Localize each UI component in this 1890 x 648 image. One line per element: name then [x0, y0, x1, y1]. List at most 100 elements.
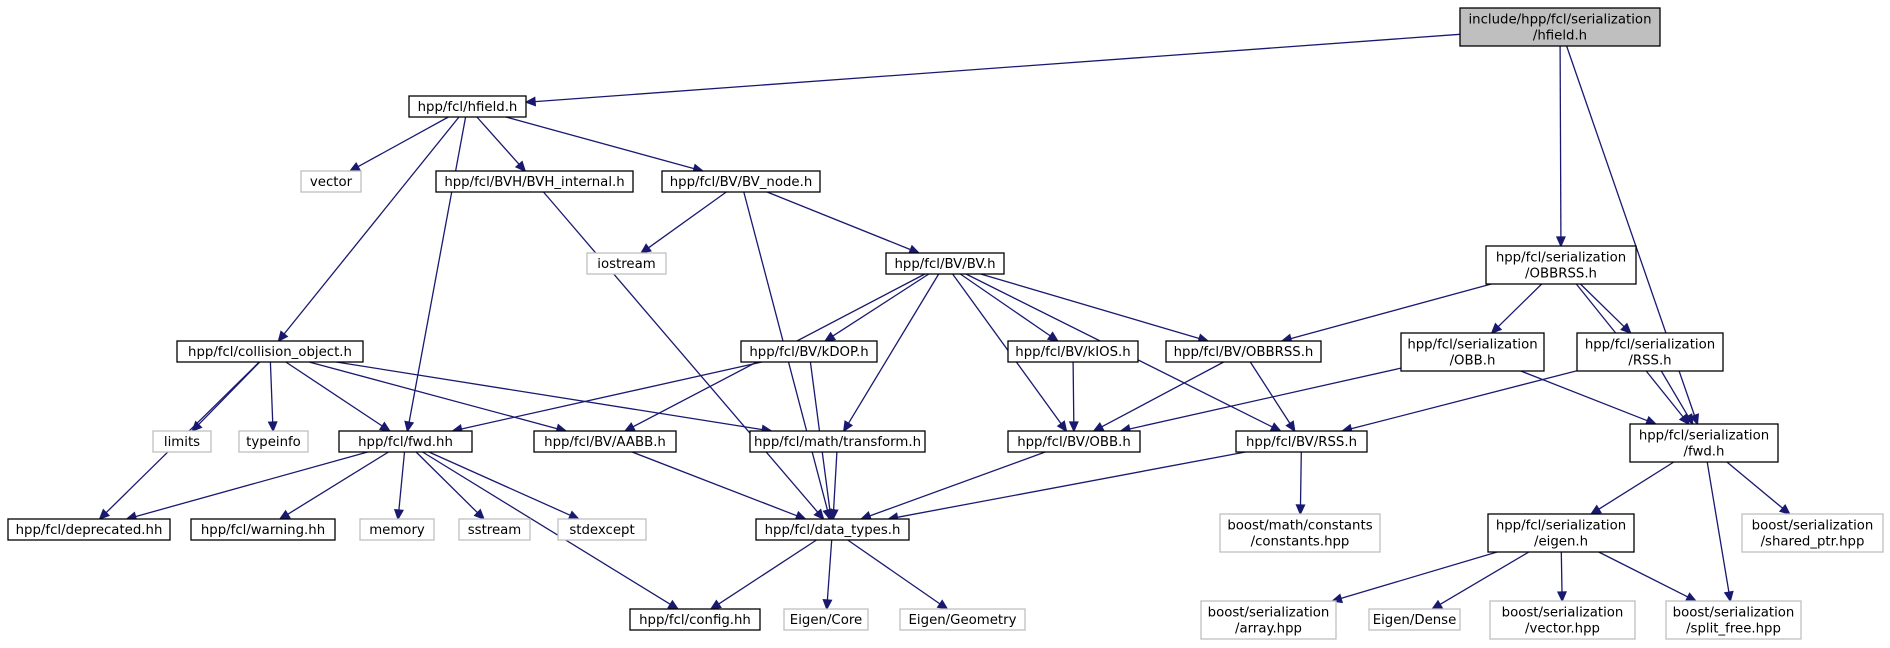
node-label: boost/serialization: [1208, 606, 1330, 621]
node-label: boost/serialization: [1673, 606, 1795, 621]
edge-fwd-to-config: [422, 451, 680, 610]
node-sstream[interactable]: sstream: [458, 518, 531, 541]
node-label: hpp/fcl/BVH/BVH_internal.h: [444, 175, 624, 190]
node-label: boost/serialization: [1502, 606, 1624, 621]
node-bvh-internal[interactable]: hpp/fcl/BVH/BVH_internal.h: [435, 170, 634, 193]
node-label: hpp/fcl/BV/kIOS.h: [1015, 345, 1130, 360]
node-memory[interactable]: memory: [359, 518, 435, 541]
edge-ser_obbrss-to-ser_rss: [1579, 283, 1632, 335]
node-label: hpp/fcl/config.hh: [639, 613, 751, 628]
node-boost-constants[interactable]: boost/math/constants/constants.hpp: [1219, 513, 1381, 553]
edge-collision_object-to-fwd: [285, 361, 392, 432]
node-kios[interactable]: hpp/fcl/BV/kIOS.h: [1007, 340, 1139, 363]
node-box: [899, 608, 1026, 631]
node-label: hpp/fcl/BV/AABB.h: [544, 435, 666, 450]
node-bv-node[interactable]: hpp/fcl/BV/BV_node.h: [661, 170, 821, 193]
edge-data_types-to-eigen_core: [822, 539, 833, 611]
node-boost-vector[interactable]: boost/serialization/vector.hpp: [1489, 600, 1636, 640]
node-box: [629, 608, 761, 631]
node-boost-split-free[interactable]: boost/serialization/split_free.hpp: [1665, 600, 1802, 640]
node-label: stdexcept: [569, 523, 634, 538]
node-eigen-dense[interactable]: Eigen/Dense: [1368, 608, 1461, 631]
node-fwd[interactable]: hpp/fcl/fwd.hh: [338, 430, 473, 453]
edge-bv-to-transform: [842, 273, 940, 433]
node-obbrss[interactable]: hpp/fcl/BV/OBBRSS.h: [1165, 340, 1322, 363]
node-ser-eigen[interactable]: hpp/fcl/serialization/eigen.h: [1487, 513, 1635, 553]
node-ser-fwd[interactable]: hpp/fcl/serialization/fwd.h: [1629, 423, 1779, 463]
node-box: [755, 518, 910, 541]
edge-obb-to-data_types: [859, 451, 1046, 521]
node-label: hpp/fcl/warning.hh: [201, 523, 325, 538]
node-label: /constants.hpp: [1251, 535, 1350, 550]
edge-ser_fwd-to-boost_shared_ptr: [1726, 461, 1791, 516]
node-box: [885, 252, 1005, 275]
node-aabb[interactable]: hpp/fcl/BV/AABB.h: [533, 430, 677, 453]
edge-hfield-to-vector: [348, 116, 449, 172]
node-label: hpp/fcl/BV/OBB.h: [1017, 435, 1131, 450]
node-box: [1459, 7, 1661, 47]
edge-fwd-to-deprecated: [125, 451, 368, 522]
edge-ser_eigen-to-boost_split_free: [1598, 551, 1698, 602]
node-box: [661, 170, 821, 193]
node-box: [408, 95, 527, 118]
node-root[interactable]: include/hpp/fcl/serialization/hfield.h: [1459, 7, 1661, 47]
node-box: [1007, 340, 1139, 363]
node-label: Eigen/Dense: [1373, 613, 1457, 628]
edge-aabb-to-data_types: [631, 451, 807, 521]
node-label: /vector.hpp: [1525, 622, 1600, 637]
node-ser-obb[interactable]: hpp/fcl/serialization/OBB.h: [1400, 332, 1545, 372]
node-stdexcept[interactable]: stdexcept: [557, 518, 647, 541]
node-box: [1400, 332, 1545, 372]
edge-bv_node-to-iostream: [639, 191, 727, 254]
node-label: Eigen/Core: [790, 613, 862, 628]
node-eigen-geometry[interactable]: Eigen/Geometry: [899, 608, 1026, 631]
node-label: /hfield.h: [1533, 29, 1587, 44]
edge-ser_obbrss-to-ser_obb: [1490, 283, 1543, 335]
node-label: hpp/fcl/math/transform.h: [754, 435, 921, 450]
node-label: memory: [369, 523, 425, 538]
edge-data_types-to-config: [709, 539, 817, 610]
node-boost-shared-ptr[interactable]: boost/serialization/shared_ptr.hpp: [1741, 513, 1884, 553]
node-ser-rss[interactable]: hpp/fcl/serialization/RSS.h: [1576, 332, 1724, 372]
node-box: [1165, 340, 1322, 363]
node-label: /OBBRSS.h: [1525, 267, 1597, 282]
node-rss[interactable]: hpp/fcl/BV/RSS.h: [1235, 430, 1368, 453]
node-warning[interactable]: hpp/fcl/warning.hh: [190, 518, 336, 541]
node-bv[interactable]: hpp/fcl/BV/BV.h: [885, 252, 1005, 275]
node-label: /eigen.h: [1534, 535, 1588, 550]
node-box: [1007, 430, 1141, 453]
node-box: [435, 170, 634, 193]
node-label: hpp/fcl/BV/BV_node.h: [670, 175, 813, 190]
node-iostream[interactable]: iostream: [586, 252, 667, 275]
node-config[interactable]: hpp/fcl/config.hh: [629, 608, 761, 631]
edge-obbrss-to-obb: [1092, 361, 1225, 432]
edge-root-to-ser_obbrss: [1555, 45, 1566, 248]
node-obb[interactable]: hpp/fcl/BV/OBB.h: [1007, 430, 1141, 453]
node-label: hpp/fcl/serialization: [1585, 338, 1715, 353]
node-data-types[interactable]: hpp/fcl/data_types.h: [755, 518, 910, 541]
node-label: hpp/fcl/serialization: [1496, 519, 1626, 534]
node-boost-array[interactable]: boost/serialization/array.hpp: [1200, 600, 1337, 640]
edge-bvh_internal-to-data_types: [543, 191, 825, 521]
node-box: [1741, 513, 1884, 553]
node-limits[interactable]: limits: [152, 430, 212, 453]
node-label: /fwd.h: [1684, 445, 1725, 460]
node-transform[interactable]: hpp/fcl/math/transform.h: [749, 430, 926, 453]
node-label: limits: [164, 435, 200, 450]
node-collision-object[interactable]: hpp/fcl/collision_object.h: [176, 340, 364, 363]
node-ser-obbrss[interactable]: hpp/fcl/serialization/OBBRSS.h: [1485, 245, 1637, 285]
edge-ser_fwd-to-ser_eigen: [1589, 461, 1675, 515]
node-box: [1235, 430, 1368, 453]
node-typeinfo[interactable]: typeinfo: [238, 430, 309, 453]
node-eigen-core[interactable]: Eigen/Core: [783, 608, 869, 631]
node-vector[interactable]: vector: [300, 170, 362, 193]
edge-ser_eigen-to-boost_vector: [1556, 551, 1567, 603]
node-label: hpp/fcl/BV/kDOP.h: [749, 345, 868, 360]
edge-bv-to-kios: [959, 273, 1060, 342]
node-deprecated[interactable]: hpp/fcl/deprecated.hh: [7, 518, 171, 541]
edge-hfield-to-bvh_internal: [476, 116, 527, 173]
node-label: hpp/fcl/BV/RSS.h: [1246, 435, 1357, 450]
node-hfield[interactable]: hpp/fcl/hfield.h: [408, 95, 527, 118]
node-kdop[interactable]: hpp/fcl/BV/kDOP.h: [740, 340, 878, 363]
